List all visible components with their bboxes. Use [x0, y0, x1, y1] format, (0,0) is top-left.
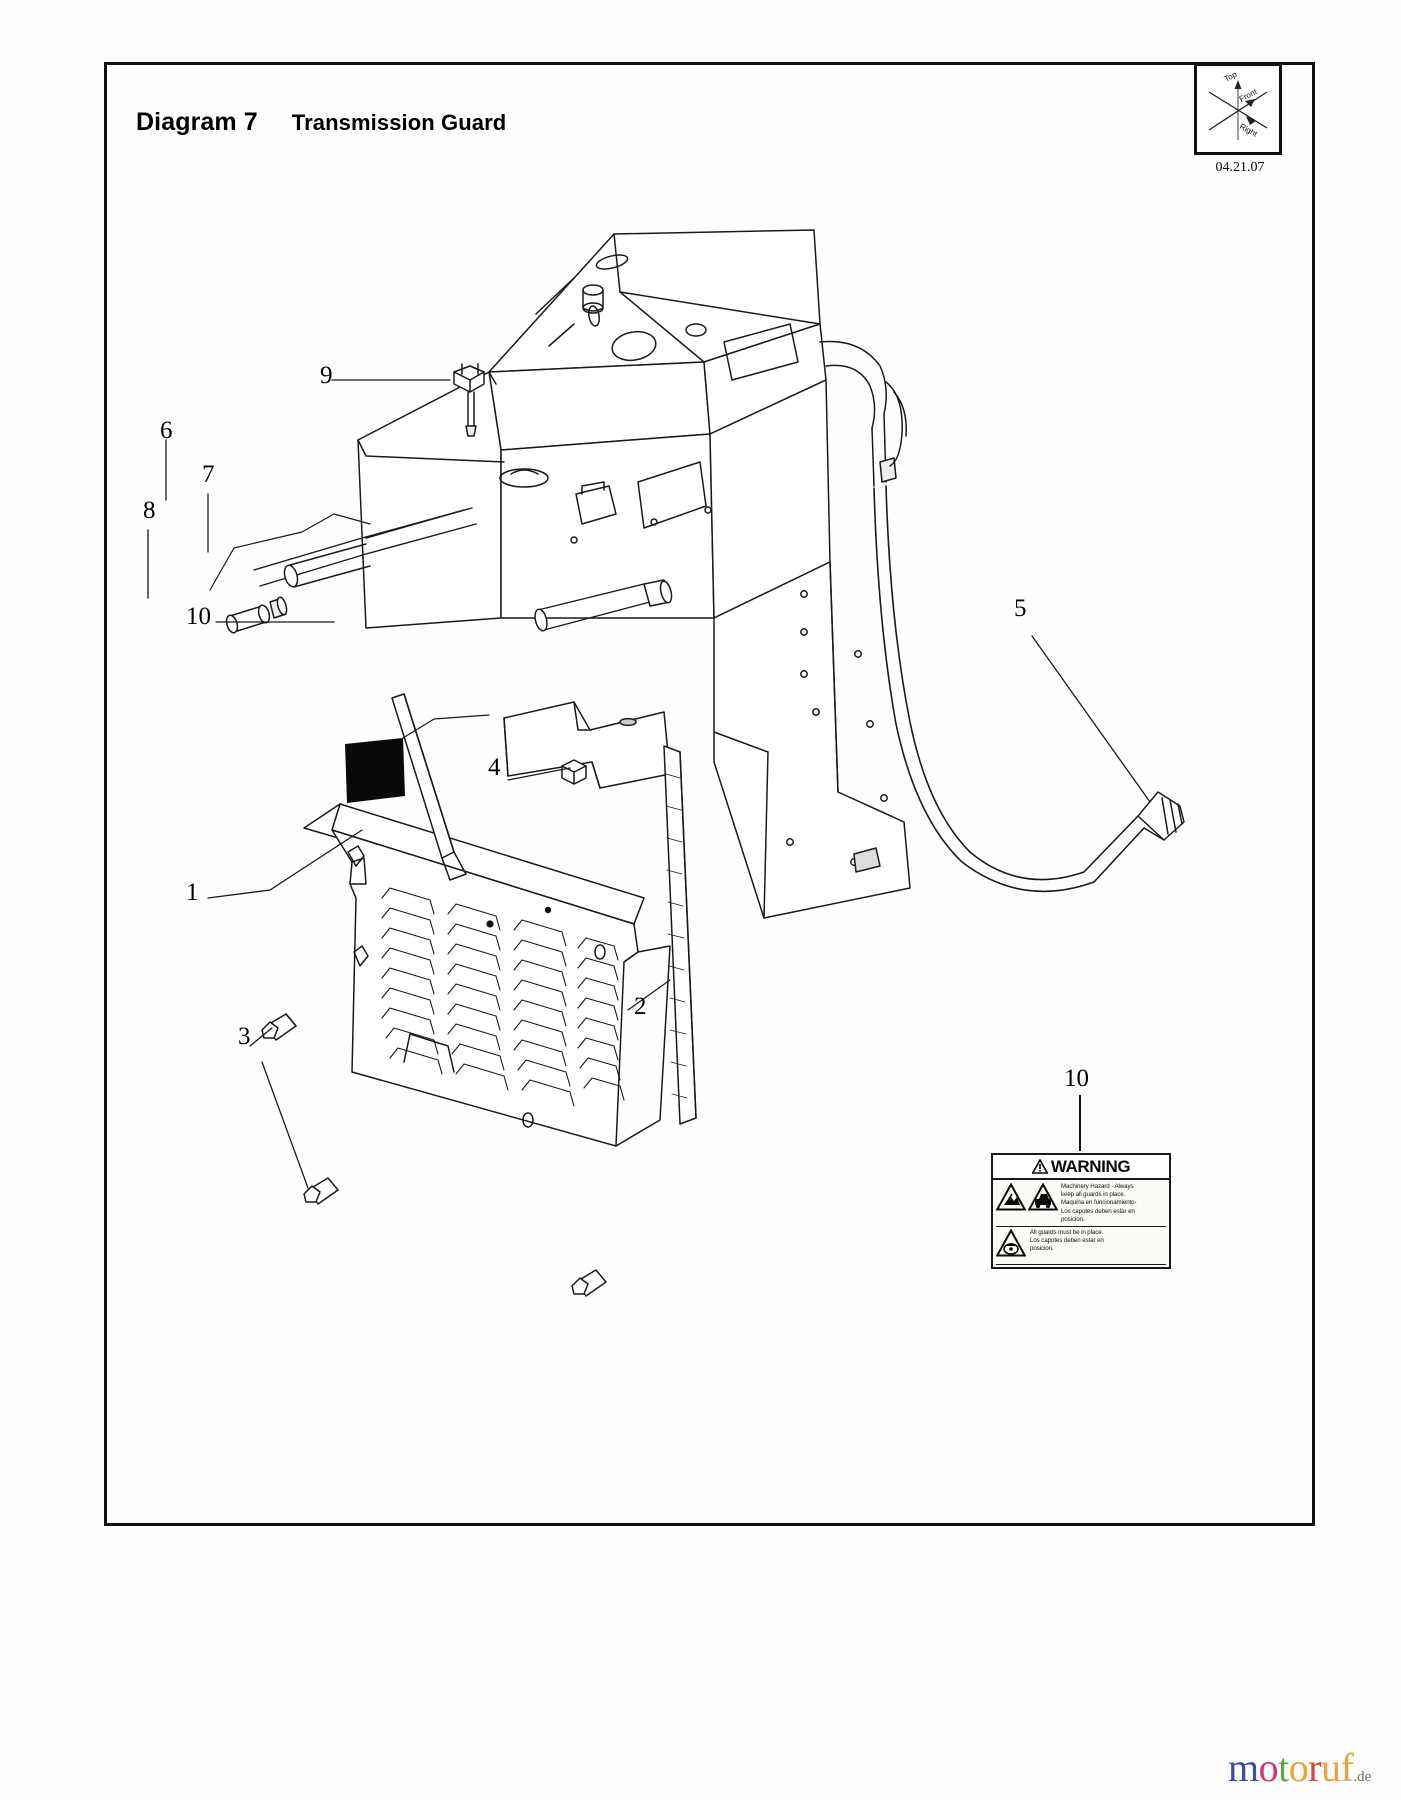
nut-upper	[561, 759, 587, 785]
rod-assembly	[209, 507, 477, 634]
callout-9: 9	[320, 362, 333, 389]
guard-in-place-icon	[996, 1229, 1026, 1257]
warning-text-1: Machinery Hazard - Always keep all guard…	[1061, 1183, 1137, 1224]
warning-block-2: All guards must be in place. Los capotes…	[993, 1229, 1169, 1257]
watermark-letter: f	[1340, 1745, 1354, 1790]
leader-lines	[147, 379, 1151, 1189]
warning-text-2-line-1: All guards must be in place.	[1030, 1229, 1104, 1237]
callout-10-decal: 10	[186, 603, 211, 630]
warning-pictograms-1	[996, 1183, 1058, 1224]
callout-7: 7	[202, 461, 215, 488]
warning-triangle-icon	[1031, 1159, 1048, 1174]
warning-header: WARNING	[993, 1155, 1169, 1180]
warning-text-1-line-2: keep all guards in place.	[1061, 1191, 1126, 1199]
hand-crush-hazard-icon	[996, 1183, 1026, 1211]
exploded-parts-drawing	[104, 62, 1315, 1526]
warning-divider	[996, 1226, 1166, 1228]
orientation-compass-box: Top Front Right	[1194, 63, 1282, 155]
exhaust-hose	[819, 340, 1185, 893]
callout-10-warning-leader	[1079, 1095, 1081, 1151]
diagram-number: Diagram 7	[136, 108, 258, 136]
tank-body	[357, 371, 831, 629]
page-title: Diagram 7 Transmission Guard	[136, 108, 506, 137]
watermark-letter: r	[1308, 1745, 1322, 1790]
warning-decal: WARNING Machinery Hazard - Always	[991, 1153, 1171, 1269]
watermark-letter: o	[1288, 1745, 1309, 1790]
machine-frame	[713, 561, 911, 919]
callout-2: 2	[634, 993, 647, 1020]
callout-8: 8	[143, 497, 156, 524]
warning-block-1: Machinery Hazard - Always keep all guard…	[993, 1180, 1169, 1224]
watermark-letter: t	[1278, 1745, 1289, 1790]
brace-rod	[663, 745, 697, 1125]
warning-text-2-line-2: Los capotes deben estar en	[1030, 1237, 1104, 1245]
watermark-suffix: .de	[1353, 1769, 1372, 1785]
bolt-lower-left	[303, 1177, 339, 1205]
watermark-letter: o	[1258, 1745, 1279, 1790]
warning-text-2: All guards must be in place. Los capotes…	[1030, 1229, 1104, 1254]
fasteners	[261, 759, 607, 1297]
callout-10-warning: 10	[1064, 1065, 1089, 1092]
revision-date: 04.21.07	[1215, 160, 1265, 175]
knob-fastener	[453, 363, 485, 437]
watermark-letter: u	[1321, 1745, 1341, 1790]
sheet-border	[104, 62, 1315, 1526]
site-watermark: motoruf.de	[1228, 1748, 1371, 1788]
callout-4: 4	[488, 754, 501, 781]
callout-1: 1	[186, 879, 199, 906]
bolt-lower-right	[571, 1269, 607, 1297]
compass-icon: Top Front Right	[1208, 70, 1268, 140]
decal-patch	[345, 714, 490, 803]
callout-3: 3	[238, 1023, 251, 1050]
callout-6: 6	[160, 417, 173, 444]
bolt-upper-left	[261, 1013, 297, 1041]
warning-footer	[996, 1264, 1166, 1266]
warning-text-1-line-5: posicion.	[1061, 1215, 1085, 1223]
warning-text-1-line-3: Maquina en funcionamiento-	[1061, 1199, 1137, 1207]
guard-panel	[303, 803, 671, 1147]
console-deck	[488, 229, 827, 451]
mount-bracket	[503, 701, 671, 789]
warning-text-1-line-4: Los capotes deben estar en	[1061, 1207, 1135, 1215]
watermark-letter: m	[1228, 1745, 1259, 1790]
lower-rod	[534, 579, 673, 632]
warning-text-1-line-1: Machinery Hazard - Always	[1061, 1183, 1134, 1190]
machinery-entanglement-icon	[1028, 1183, 1058, 1211]
warning-word: WARNING	[1050, 1156, 1131, 1176]
callout-5: 5	[1014, 595, 1027, 622]
diagram-name: Transmission Guard	[291, 110, 507, 135]
drawing-canvas	[147, 229, 1185, 1297]
warning-text-2-line-3: posicion.	[1030, 1245, 1054, 1253]
